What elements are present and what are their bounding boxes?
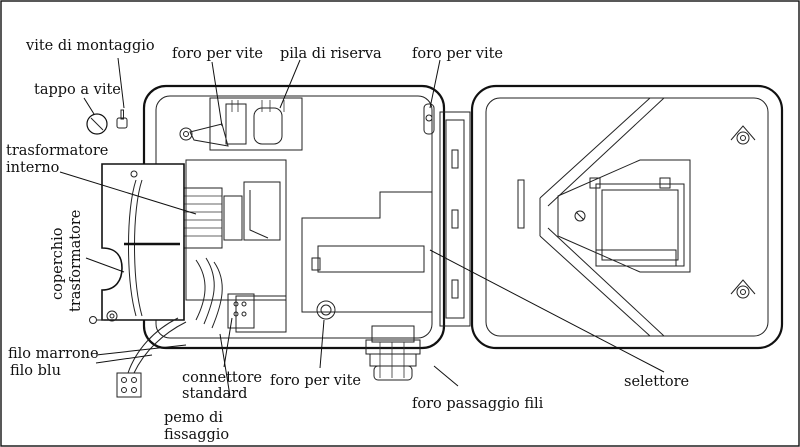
label-foro-vite-top-left: foro per vite (172, 46, 263, 62)
cabinet-door (470, 84, 784, 350)
label-vite-montaggio: vite di montaggio (25, 38, 155, 54)
label-pemo-1: pemo di (164, 410, 223, 426)
label-foro-vite-bottom: foro per vite (270, 373, 361, 389)
internal-transformer (181, 159, 287, 333)
selector-board (301, 191, 433, 313)
label-trasformatore-2: interno (6, 160, 59, 176)
label-filo-marrone: filo marrone (8, 346, 99, 362)
terminal-block-icon (116, 317, 187, 398)
cabinet-body (142, 84, 471, 350)
leader-lines (59, 57, 665, 397)
label-tappo-vite: tappo a vite (34, 82, 121, 98)
screw-cap-icon (86, 113, 108, 135)
battery-holder (209, 97, 303, 151)
standard-connector (195, 257, 255, 329)
labels: vite di montaggio tappo a vite trasforma… (6, 38, 689, 443)
label-connettore-1: connettore (182, 370, 262, 386)
label-foro-passaggio: foro passaggio fili (412, 396, 544, 412)
label-pemo-2: fissaggio (164, 427, 229, 443)
label-trasformatore-1: trasformatore (6, 143, 108, 159)
label-selettore: selettore (624, 374, 689, 390)
wire-passage-gland (365, 325, 421, 381)
screw-hole-top-left (179, 123, 229, 147)
label-pila-riserva: pila di riserva (280, 46, 382, 62)
transformer-cover (101, 163, 185, 322)
screw-hole-bottom (316, 300, 336, 320)
mounting-screw-icon (116, 109, 128, 129)
label-filo-blu: filo blu (10, 363, 61, 379)
small-screw-icon (89, 316, 104, 324)
label-foro-vite-top-right: foro per vite (412, 46, 503, 62)
label-connettore-2: standard (182, 386, 247, 402)
label-coperchio-1: coperchio (50, 228, 66, 300)
screw-hole-top-right (423, 103, 435, 135)
label-coperchio-2: trasformatore (68, 210, 84, 312)
